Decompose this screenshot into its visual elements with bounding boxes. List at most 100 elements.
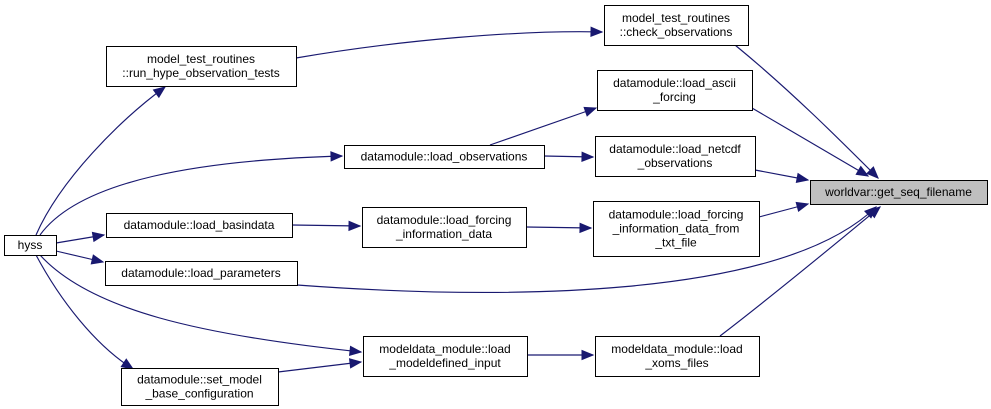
node-label-line: _forcing — [652, 90, 696, 104]
node-label-line: modeldata_module::load — [379, 342, 510, 356]
edge-load_ascii_forcing-to-get_seq_filename — [751, 107, 870, 177]
node-box — [593, 201, 760, 257]
node-label-line: datamodule::load_forcing — [609, 208, 744, 222]
node-box — [106, 213, 293, 238]
node-label-line: worldvar::get_seq_filename — [824, 185, 972, 199]
edge-line — [489, 107, 597, 146]
node-load_netcdf_observations[interactable]: datamodule::load_netcdf_observations — [595, 136, 756, 177]
edge-hyss-to-load_modeldefined_input — [39, 254, 363, 356]
node-load_basindata[interactable]: datamodule::load_basindata — [106, 213, 293, 238]
node-label-line: datamodule::load_netcdf — [609, 142, 741, 156]
arrow-head-icon — [348, 358, 363, 369]
node-label-line: datamodule::set_model — [137, 373, 262, 387]
arrow-head-icon — [91, 231, 106, 243]
node-box — [106, 46, 297, 87]
edge-line — [719, 206, 881, 337]
edge-load_xoms_files-to-get_seq_filename — [719, 206, 882, 337]
node-label-line: datamodule::load_forcing — [377, 213, 512, 227]
node-label-line: _modeldefined_input — [388, 356, 501, 370]
edge-line — [295, 31, 603, 59]
arrow-head-icon — [867, 206, 882, 219]
arrow-head-icon — [90, 254, 105, 265]
node-load_observations[interactable]: datamodule::load_observations — [344, 145, 545, 169]
arrow-head-icon — [349, 345, 363, 356]
node-box — [595, 336, 760, 377]
node-label-line: datamodule::load_parameters — [121, 266, 280, 280]
node-box — [4, 235, 57, 256]
edge-hyss-to-load_parameters — [55, 250, 105, 265]
node-load_parameters[interactable]: datamodule::load_parameters — [105, 261, 298, 286]
edge-hyss-to-run_hype_observation_tests — [35, 86, 167, 236]
arrow-head-icon — [855, 165, 870, 177]
node-box — [604, 5, 749, 46]
edge-load_forcing_information_data-to-load_forcing_information_data_from_txt_file — [525, 222, 593, 234]
node-label-line: _txt_file — [654, 236, 697, 250]
edge-load_observations-to-load_ascii_forcing — [489, 106, 598, 146]
edge-check_observations-to-get_seq_filename — [734, 44, 879, 179]
node-label-line: _information_data — [395, 227, 492, 241]
node-label-line: _observations — [637, 156, 713, 170]
node-label-line: _base_configuration — [144, 387, 253, 401]
node-label-line: _information_data_from — [612, 222, 740, 236]
node-set_model_base_configuration[interactable]: datamodule::set_model_base_configuration — [121, 368, 279, 406]
node-load_ascii_forcing[interactable]: datamodule::load_ascii_forcing — [597, 70, 753, 111]
arrow-head-icon — [795, 201, 810, 213]
node-get_seq_filename[interactable]: worldvar::get_seq_filename — [810, 180, 988, 205]
node-run_hype_observation_tests[interactable]: model_test_routines::run_hype_observatio… — [106, 46, 297, 87]
arrow-head-icon — [581, 151, 595, 163]
node-load_modeldefined_input[interactable]: modeldata_module::load_modeldefined_inpu… — [363, 336, 528, 377]
arrow-head-icon — [866, 166, 879, 179]
arrow-head-icon — [579, 222, 593, 234]
arrow-head-icon — [590, 26, 604, 38]
edge-line — [39, 155, 343, 236]
nodes-layer: hyss model_test_routines::run_hype_observ… — [4, 5, 988, 406]
node-box — [362, 207, 527, 248]
edge-load_modeldefined_input-to-load_xoms_files — [527, 349, 595, 361]
edge-load_observations-to-load_netcdf_observations — [543, 151, 595, 163]
node-box — [105, 261, 298, 286]
edge-hyss-to-load_observations — [39, 151, 344, 236]
node-load_forcing_information_data_from_txt_file[interactable]: datamodule::load_forcing_information_dat… — [593, 201, 760, 257]
node-box — [363, 336, 528, 377]
node-box — [121, 368, 279, 406]
node-box — [597, 70, 753, 111]
node-box — [595, 136, 756, 177]
node-label-line: hyss — [18, 238, 43, 252]
arrow-head-icon — [795, 172, 810, 184]
edge-load_netcdf_observations-to-get_seq_filename — [754, 169, 810, 184]
edge-set_model_base_configuration-to-load_modeldefined_input — [277, 358, 363, 373]
node-label-line: model_test_routines — [622, 11, 730, 25]
node-label-line: ::check_observations — [620, 25, 733, 39]
edge-load_basindata-to-load_forcing_information_data — [291, 220, 362, 232]
edge-line — [39, 254, 362, 353]
node-label-line: _xoms_files — [644, 356, 708, 370]
edge-hyss-to-set_model_base_configuration — [35, 254, 135, 370]
edges-layer — [35, 26, 882, 373]
node-load_forcing_information_data[interactable]: datamodule::load_forcing_information_dat… — [362, 207, 527, 248]
edge-line — [35, 86, 166, 236]
edge-line — [296, 206, 877, 293]
edge-run_hype_observation_tests-to-check_observations — [295, 26, 604, 59]
edge-line — [751, 107, 869, 177]
arrow-head-icon — [152, 86, 167, 99]
arrow-head-icon — [330, 151, 344, 162]
edge-line — [35, 254, 134, 370]
node-label-line: datamodule::load_ascii — [613, 76, 736, 90]
node-label-line: modeldata_module::load — [611, 342, 742, 356]
arrow-head-icon — [348, 220, 362, 232]
node-label-line: ::run_hype_observation_tests — [122, 66, 279, 80]
arrow-head-icon — [120, 358, 135, 370]
edge-line — [734, 44, 879, 179]
node-load_xoms_files[interactable]: modeldata_module::load_xoms_files — [595, 336, 760, 377]
node-label-line: model_test_routines — [147, 52, 255, 66]
node-label-line: datamodule::load_basindata — [124, 218, 275, 232]
edge-hyss-to-load_basindata — [55, 231, 106, 244]
node-box — [344, 145, 545, 169]
node-label-line: datamodule::load_observations — [361, 150, 528, 164]
arrow-head-icon — [581, 349, 595, 361]
edge-load_forcing_information_data_from_txt_file-to-get_seq_filename — [758, 201, 810, 218]
edge-line — [277, 361, 362, 373]
node-check_observations[interactable]: model_test_routines::check_observations — [604, 5, 749, 46]
node-hyss[interactable]: hyss — [4, 235, 57, 256]
